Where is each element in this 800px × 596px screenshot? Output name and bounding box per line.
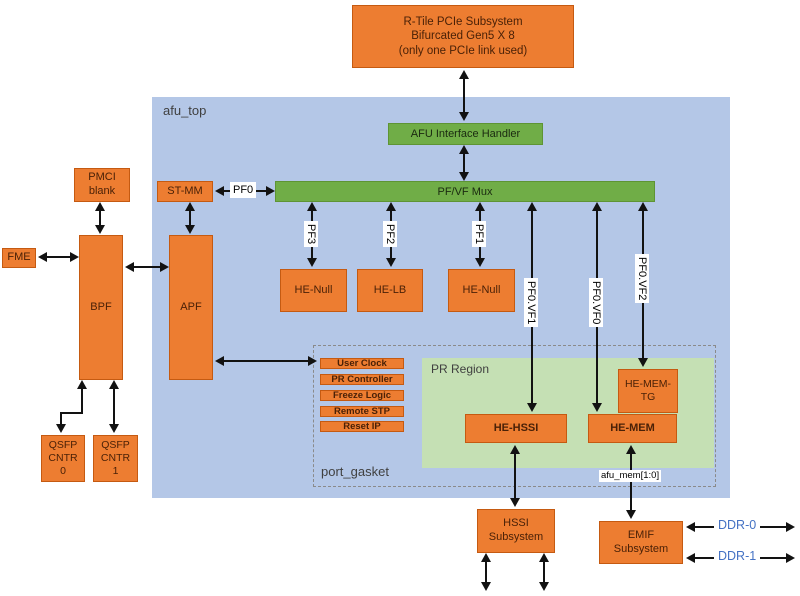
hssi-subsystem-box: HSSI Subsystem	[477, 509, 555, 553]
afu-mem-label: afu_mem[1:0]	[599, 470, 662, 483]
user-clock-box: User Clock	[320, 358, 404, 369]
pf0-vf0-label: PF0.VF0	[589, 278, 604, 328]
qsfp-cntr-1-box: QSFP CNTR 1	[93, 435, 138, 482]
pf0-label: PF0	[230, 182, 257, 199]
ddr-0-label: DDR-0	[714, 518, 761, 532]
arrow-bpf-apf	[125, 262, 169, 272]
arrow-bpf-qsfp0-seg2	[60, 412, 83, 414]
qsfp-cntr-0-box: QSFP CNTR 0	[41, 435, 85, 482]
arrow-apf-port-gasket	[215, 356, 317, 366]
arrow-aih-mux	[459, 145, 469, 181]
fme-box: FME	[2, 248, 36, 268]
arrow-stmm-apf	[185, 202, 195, 234]
st-mm-box: ST-MM	[157, 181, 213, 202]
he-null-1-box: HE-Null	[280, 269, 347, 312]
he-lb-box: HE-LB	[357, 269, 423, 312]
afu-top-label: afu_top	[163, 103, 207, 118]
reset-ip-box: Reset IP	[320, 421, 404, 432]
pf2-label: PF2	[383, 221, 398, 248]
he-mem-tg-box: HE-MEM- TG	[618, 369, 678, 413]
arrow-fme-bpf	[38, 252, 79, 262]
arrow-bpf-qsfp0-seg1	[77, 380, 87, 413]
remote-stp-box: Remote STP	[320, 406, 404, 417]
freeze-logic-box: Freeze Logic	[320, 390, 404, 401]
ddr-1-label: DDR-1	[714, 549, 761, 563]
port-gasket-label: port_gasket	[321, 464, 389, 479]
bpf-box: BPF	[79, 235, 123, 380]
pf0-vf2-label: PF0.VF2	[635, 254, 650, 304]
afu-interface-handler-box: AFU Interface Handler	[388, 123, 543, 145]
pr-controller-box: PR Controller	[320, 374, 404, 385]
emif-subsystem-box: EMIF Subsystem	[599, 521, 683, 564]
pf3-label: PF3	[304, 221, 319, 248]
he-null-2-box: HE-Null	[448, 269, 515, 312]
arrow-pmci-bpf	[95, 202, 105, 234]
he-hssi-box: HE-HSSI	[465, 414, 567, 443]
arrow-hssi-ext-0	[481, 553, 491, 591]
pf0-vf1-label: PF0.VF1	[524, 278, 539, 328]
arrow-hehssi-hssisub	[510, 445, 520, 507]
arrow-hssi-ext-1	[539, 553, 549, 591]
he-mem-box: HE-MEM	[588, 414, 677, 443]
arrow-bpf-qsfp0-seg3	[56, 412, 66, 433]
pf1-label: PF1	[472, 221, 487, 248]
arrow-pcie-aih	[459, 70, 469, 121]
pf-vf-mux-box: PF/VF Mux	[275, 181, 655, 202]
pcie-subsystem-box: R-Tile PCIe Subsystem Bifurcated Gen5 X …	[352, 5, 574, 68]
pmci-box: PMCI blank	[74, 168, 130, 202]
arrow-bpf-qsfp1	[109, 380, 119, 433]
pr-region-label: PR Region	[431, 362, 490, 376]
apf-box: APF	[169, 235, 213, 380]
